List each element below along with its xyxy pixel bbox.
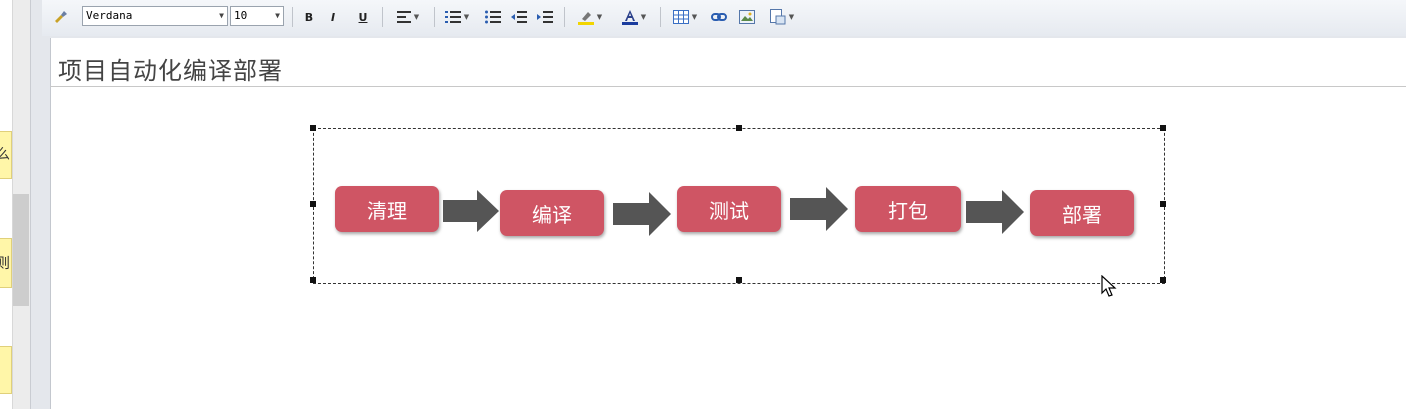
sticky-note[interactable]: 么 [0,131,12,179]
left-panel-border [30,0,43,409]
table-icon [672,10,689,24]
link-button[interactable] [708,7,730,27]
chevron-down-icon: ▼ [596,13,603,21]
resize-handle[interactable] [310,201,316,207]
step-box: 清理 [335,186,439,232]
resize-handle[interactable] [310,125,316,131]
step-label: 测试 [709,198,749,223]
chevron-down-icon: ▼ [788,13,795,21]
numbered-list-button[interactable]: ▼ [440,7,474,27]
chevron-down-icon: ▼ [413,13,420,21]
sticky-note-text: 则 [0,253,10,273]
outdent-button[interactable] [508,7,530,27]
font-size-select[interactable]: 10 ▼ [230,6,284,26]
left-panel-strip [0,0,12,409]
arrow-right-icon [966,190,1024,234]
resize-handle[interactable] [736,277,742,283]
chevron-down-icon: ▼ [640,13,647,21]
align-left-button[interactable]: ▼ [390,7,426,27]
resize-handle[interactable] [1160,125,1166,131]
chevron-down-icon: ▼ [219,11,224,20]
step-label: 清理 [367,198,407,223]
table-button[interactable]: ▼ [668,7,702,27]
chevron-down-icon: ▼ [275,11,280,20]
chevron-down-icon: ▼ [691,13,698,21]
indent-icon [537,11,553,23]
bold-button[interactable]: B [304,10,314,24]
resize-handle[interactable] [1160,201,1166,207]
scrollbar-thumb[interactable] [13,194,29,306]
arrow-right-icon [613,192,671,236]
step-label: 打包 [888,198,928,223]
font-name-select[interactable]: Verdana ▼ [82,6,228,26]
underline-button[interactable]: U [358,10,368,24]
step-label: 部署 [1062,202,1102,227]
numbered-list-icon [444,11,461,23]
step-box: 部署 [1030,190,1134,236]
editor-toolbar: Verdana ▼ 10 ▼ B I U ▼ ▼ ▼ ▼ ▼ [42,0,1406,37]
title-row[interactable]: 项目自动化编译部署 [50,46,1406,87]
outdent-icon [511,11,527,23]
align-left-icon [396,11,411,23]
indent-button[interactable] [534,7,556,27]
bulleted-list-button[interactable] [482,7,504,27]
insert-special-button[interactable]: ▼ [764,7,800,27]
resize-handle[interactable] [310,277,316,283]
toolbar-separator [382,7,383,27]
step-box: 编译 [500,190,604,236]
toolbar-separator [292,7,293,27]
font-name-value: Verdana [86,9,133,22]
image-button[interactable] [736,7,758,27]
font-color-button[interactable]: ▼ [616,7,652,27]
image-icon [739,10,755,24]
step-box: 打包 [855,186,961,232]
format-painter-icon[interactable] [50,7,70,27]
process-diagram[interactable]: 清理 编译 测试 打包 部署 [310,125,1166,284]
link-icon [711,13,727,21]
highlight-color-icon [577,12,594,25]
sticky-note[interactable] [0,346,12,394]
font-size-value: 10 [234,9,248,22]
bulleted-list-icon [485,10,501,24]
arrow-right-icon [790,187,848,231]
toolbar-separator [564,7,565,27]
italic-button[interactable]: I [330,10,336,24]
insert-special-icon [769,9,786,25]
step-box: 测试 [677,186,781,232]
step-label: 编译 [532,202,572,227]
sticky-note[interactable]: 则 [0,238,12,288]
sticky-note-text: 么 [0,144,10,164]
arrow-right-icon [443,190,499,232]
highlight-color-button[interactable]: ▼ [572,7,608,27]
resize-handle[interactable] [736,125,742,131]
toolbar-separator [434,7,435,27]
resize-handle[interactable] [1160,277,1166,283]
page-title[interactable]: 项目自动化编译部署 [58,57,283,85]
toolbar-separator [660,7,661,27]
font-color-icon [621,10,638,25]
mouse-cursor-icon [1101,275,1117,297]
chevron-down-icon: ▼ [463,13,470,21]
